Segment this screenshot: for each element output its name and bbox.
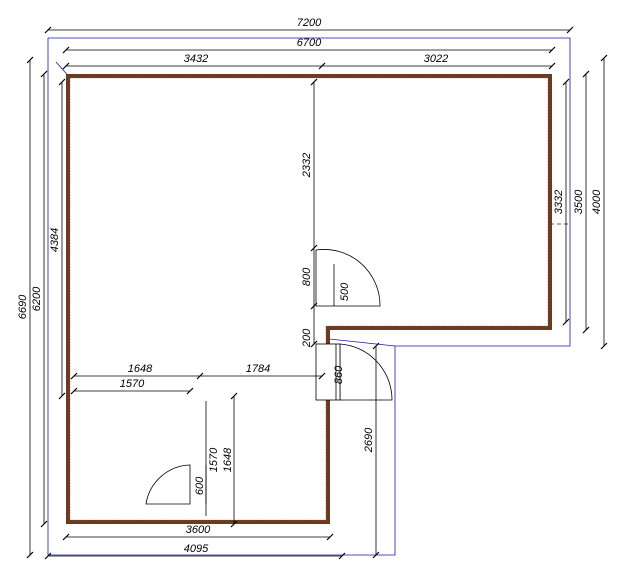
walls (66, 74, 552, 524)
door-swing-main (315, 249, 381, 307)
dim-left-inner-height: 6200 (31, 286, 43, 311)
dim-small-door: 600 (194, 476, 206, 495)
dim-left-room-width: 3432 (184, 53, 208, 65)
dim-inner-width: 6700 (297, 37, 322, 49)
dim-wall-upper: 2332 (301, 153, 313, 178)
wall-hatch (69, 77, 549, 521)
dim-overall-width: 7200 (297, 17, 322, 29)
dim-right-outer-height: 4000 (591, 189, 603, 214)
dim-left-room-height: 4384 (49, 228, 61, 252)
dimension-labels: 7200 6700 3432 3022 1648 1784 1570 3600 … (17, 17, 603, 555)
dim-corridor-b: 1784 (246, 363, 270, 375)
dim-bottom-inner: 3600 (186, 524, 211, 536)
dim-right-mid-height: 3500 (573, 189, 585, 214)
dim-corridor-a: 1648 (128, 363, 153, 375)
vertical-dimensions (26, 54, 608, 559)
corner-reference-line (319, 337, 396, 347)
dim-door-leaf: 500 (339, 282, 351, 301)
dim-small-room-height-b: 1648 (222, 447, 234, 472)
dim-door-opening: 800 (301, 267, 313, 286)
door-swing-entry (339, 343, 393, 401)
dim-right-room-width: 3022 (424, 53, 448, 65)
dim-wall-small: 200 (301, 328, 313, 348)
door-swing-small-room (145, 464, 191, 505)
dim-small-room-width: 1570 (120, 378, 145, 390)
dim-left-outer-height: 6690 (17, 294, 29, 319)
dim-right-room-height: 3332 (553, 190, 565, 214)
dim-small-room-height-a: 1570 (208, 447, 220, 472)
dim-door-lower: 860 (333, 365, 345, 384)
dim-bottom-outer: 4095 (184, 543, 209, 555)
horizontal-dimensions (44, 26, 574, 560)
dim-lower-wall: 2690 (363, 427, 375, 453)
